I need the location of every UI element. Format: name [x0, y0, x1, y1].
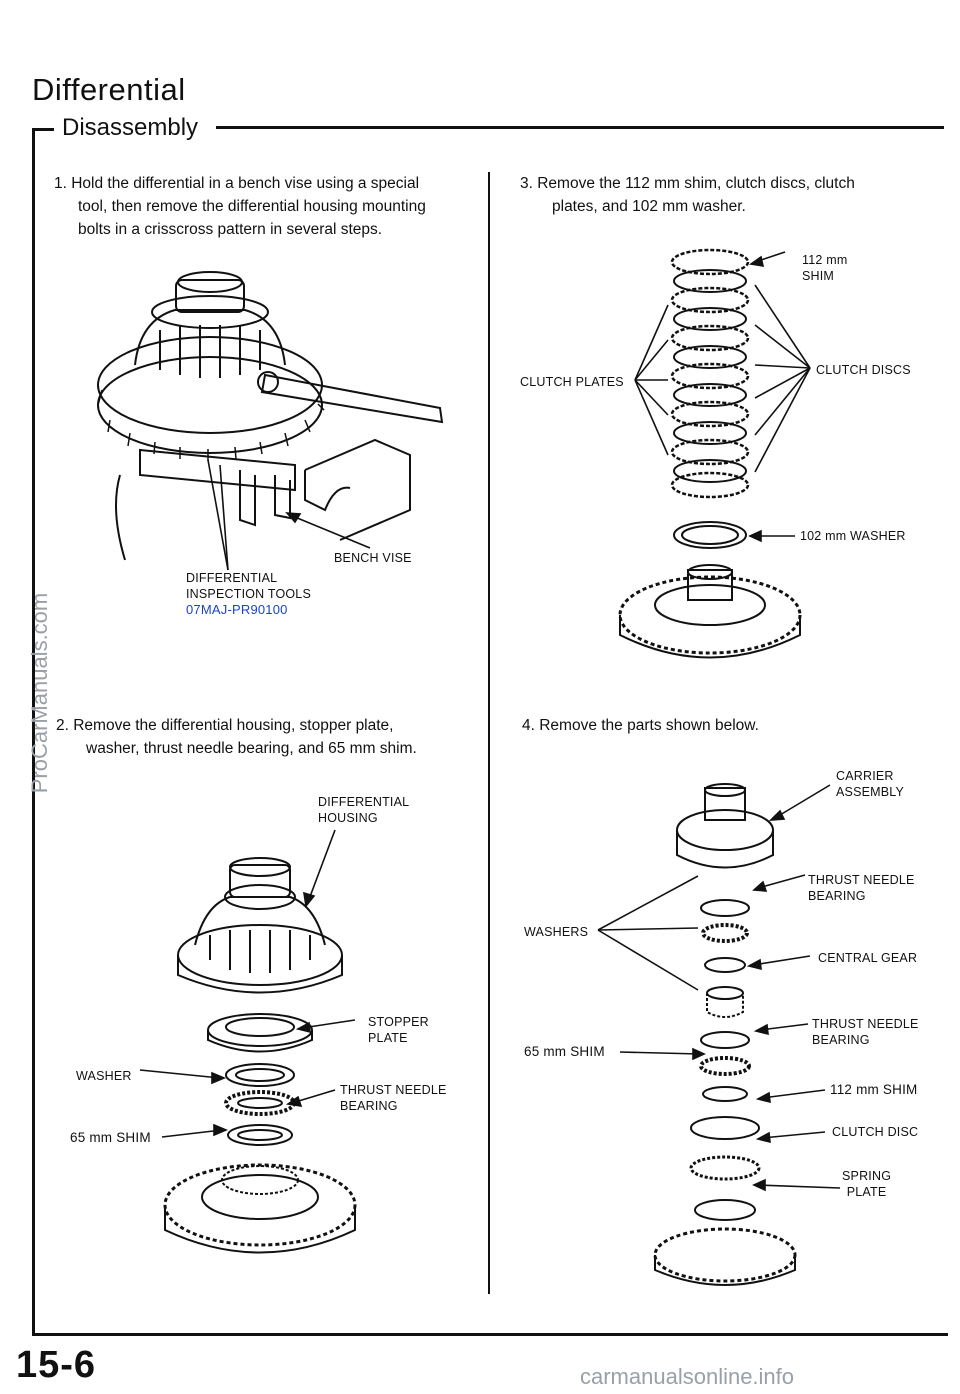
step-2-text: 2. Remove the differential housing, stop… — [56, 717, 417, 757]
tool-code: 07MAJ-PR90100 — [186, 602, 288, 617]
label-thrust-needle-bearing-1: THRUST NEEDLE BEARING — [808, 873, 915, 903]
label-washer: WASHER — [76, 1069, 132, 1083]
label-65mm-shim: 65 mm SHIM — [70, 1130, 151, 1145]
column-divider — [488, 172, 490, 1294]
watermark-bottom: carmanualsonline.info — [580, 1364, 795, 1389]
label-112mm-shim: 112 mm SHIM — [802, 253, 848, 283]
figure-1-bench-vise — [97, 271, 444, 571]
label-102mm-washer: 102 mm WASHER — [800, 529, 906, 543]
label-65mm-shim-right: 65 mm SHIM — [524, 1044, 605, 1059]
figure-4-carrier-stack — [597, 783, 841, 1286]
page-title: Differential — [32, 72, 186, 107]
label-clutch-discs: CLUTCH DISCS — [816, 363, 911, 377]
step-3-text: 3. Remove the 112 mm shim, clutch discs,… — [520, 175, 855, 215]
figure-2-housing-stack — [163, 857, 357, 1254]
label-thrust-needle-bearing: THRUST NEEDLE BEARING — [340, 1083, 447, 1113]
watermark-left: ProCarManuals.com — [27, 592, 52, 794]
step-1-text: 1. Hold the differential in a bench vise… — [54, 175, 426, 238]
label-carrier-assembly: CARRIER ASSEMBLY — [836, 769, 905, 799]
label-thrust-needle-bearing-2: THRUST NEEDLE BEARING — [812, 1017, 919, 1047]
header-rule-left — [32, 128, 54, 131]
header-rule-right — [216, 126, 944, 129]
label-clutch-disc: CLUTCH DISC — [832, 1125, 919, 1139]
figure-2-leaders — [139, 829, 356, 1138]
left-border — [32, 128, 35, 1336]
figure-3-clutch-stack — [618, 248, 811, 659]
label-spring-plate: SPRING PLATE — [842, 1169, 892, 1199]
label-differential-housing: DIFFERENTIAL HOUSING — [318, 795, 410, 825]
label-stopper-plate: STOPPER PLATE — [368, 1015, 429, 1045]
label-bench-vise: BENCH VISE — [334, 551, 412, 565]
page-number: 15-6 — [16, 1344, 97, 1386]
label-112mm-shim-right: 112 mm SHIM — [830, 1082, 918, 1097]
label-inspection-tools: DIFFERENTIAL INSPECTION TOOLS 07MAJ-PR90… — [186, 571, 311, 617]
label-central-gear: CENTRAL GEAR — [818, 951, 918, 965]
label-clutch-plates: CLUTCH PLATES — [520, 375, 624, 389]
bottom-border — [32, 1333, 948, 1336]
section-subtitle: Disassembly — [62, 114, 199, 141]
step-4-text: 4. Remove the parts shown below. — [522, 717, 759, 734]
label-washers: WASHERS — [524, 925, 589, 939]
